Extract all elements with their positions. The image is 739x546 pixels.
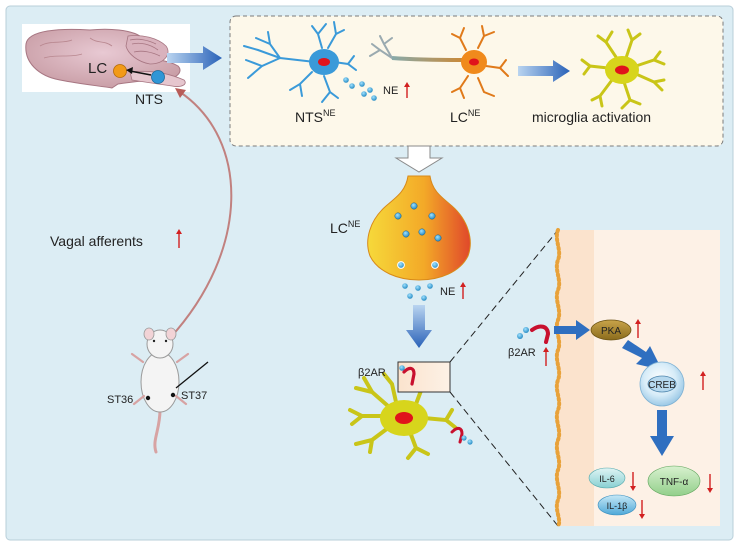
nts-ne-label: NTSNE — [295, 108, 336, 125]
nts-to-lc-arrow — [129, 70, 152, 76]
microglia-bottom — [348, 372, 458, 460]
creb-increase-arrow — [700, 371, 706, 390]
vagal-increase-arrow — [176, 229, 182, 248]
st37-point — [170, 392, 176, 398]
lc-ne-label-terminal: LCNE — [330, 219, 360, 236]
lc-ne-label-top: LCNE — [450, 108, 480, 125]
pka-label: PKA — [601, 326, 621, 337]
lc-to-microglia-arrow — [518, 60, 570, 82]
zoom-line-bottom — [449, 391, 559, 527]
il6-label: IL-6 — [599, 474, 615, 484]
signaling-panel — [554, 228, 720, 528]
ne-release-dots-top — [343, 77, 377, 101]
brain-to-pathway-arrow — [167, 46, 222, 70]
lc-label: LC — [88, 60, 107, 77]
vagal-afferents-label: Vagal afferents — [50, 233, 143, 249]
b2ar-receptor-small — [450, 426, 473, 445]
b2ar-label-microglia: β2AR — [358, 367, 386, 379]
il6-decrease-arrow — [630, 472, 636, 491]
brain-illustration: LC NTS — [22, 24, 190, 107]
b2ar-label-signaling: β2AR — [508, 347, 536, 359]
st36-label: ST36 — [107, 394, 133, 406]
ne-release-dots-terminal — [402, 283, 433, 301]
ne-label-top: NE — [383, 85, 398, 97]
pathway-panel — [229, 15, 724, 147]
pka-node — [590, 319, 632, 341]
creb-label: CREB — [648, 380, 676, 391]
nts-nucleus — [151, 70, 165, 84]
b2ar-to-pka-arrow — [554, 320, 590, 340]
il6-node — [588, 467, 626, 489]
zoom-box — [397, 361, 451, 393]
lc-neuron — [369, 25, 509, 99]
ne-increase-arrow-top — [404, 82, 410, 98]
ne-increase-arrow-terminal — [460, 282, 466, 299]
creb-to-cytokines-arrow — [650, 410, 674, 456]
il1b-decrease-arrow — [639, 500, 645, 519]
pka-to-creb-arrow — [622, 340, 662, 370]
il1b-label: IL-1β — [607, 501, 628, 511]
st37-label: ST37 — [181, 390, 207, 402]
terminal-to-microglia-arrow — [406, 305, 432, 348]
panel-to-terminal-arrow — [394, 145, 444, 173]
st36-point — [145, 395, 151, 401]
zoom-line-top — [449, 229, 559, 363]
vagal-afferent-arrowhead — [175, 88, 186, 98]
nts-neuron — [243, 21, 357, 103]
tnf-alpha-decrease-arrow — [707, 474, 713, 493]
b2ar-receptor-signaling — [517, 324, 551, 344]
nts-label: NTS — [135, 91, 163, 107]
microglia-activated-top — [580, 28, 666, 110]
pka-increase-arrow — [635, 319, 641, 338]
vagal-afferent-path — [169, 91, 233, 339]
tnf-alpha-node — [647, 465, 701, 497]
rat-illustration — [130, 327, 209, 454]
lc-nucleus — [113, 64, 127, 78]
b2ar-increase-arrow — [543, 347, 549, 366]
b2ar-receptor-zoom — [399, 365, 416, 386]
tnf-alpha-label: TNF-α — [660, 477, 689, 488]
ne-label-terminal: NE — [440, 286, 455, 298]
il1b-node — [597, 494, 637, 516]
lc-terminal — [367, 175, 471, 281]
microglia-activation-label: microglia activation — [532, 109, 651, 125]
